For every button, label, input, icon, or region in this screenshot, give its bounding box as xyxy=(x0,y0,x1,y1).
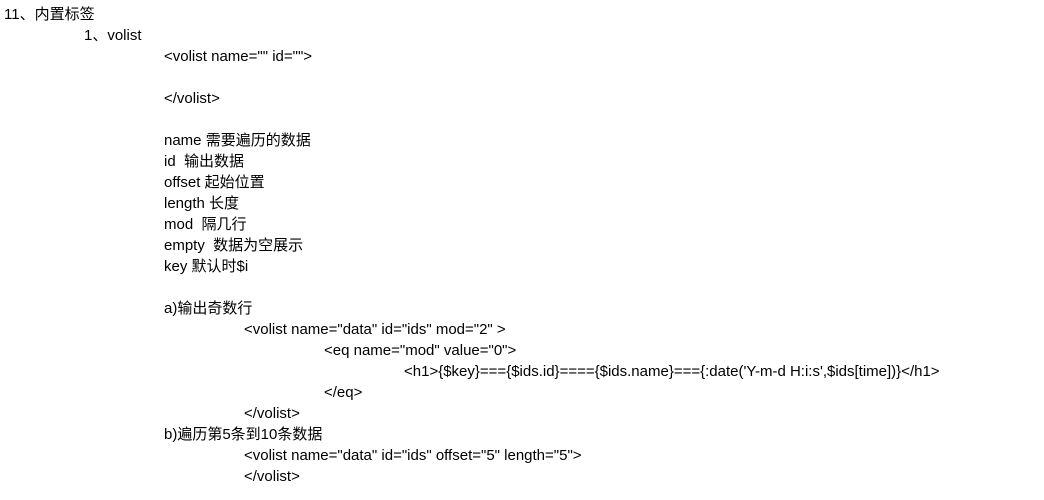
example-a-line: </eq> xyxy=(324,384,363,401)
example-a-line: <volist name="data" id="ids" mod="2" > xyxy=(244,321,506,338)
param-empty: empty 数据为空展示 xyxy=(164,237,304,254)
param-name: name 需要遍历的数据 xyxy=(164,132,311,149)
syntax-open: <volist name="" id=""> xyxy=(164,48,313,65)
example-a-line: <eq name="mod" value="0"> xyxy=(324,342,517,359)
example-a-title: a)输出奇数行 xyxy=(164,300,253,317)
example-a-line: </volist> xyxy=(244,405,300,422)
param-mod: mod 隔几行 xyxy=(164,216,247,233)
param-key: key 默认时$i xyxy=(164,258,249,275)
example-a-line: <h1>{$key}==={$ids.id}===={$ids.name}===… xyxy=(404,363,940,380)
param-offset: offset 起始位置 xyxy=(164,174,265,191)
subheading: 1、volist xyxy=(84,27,142,44)
param-length: length 长度 xyxy=(164,195,240,212)
example-b-title: b)遍历第5条到10条数据 xyxy=(164,426,323,443)
example-b-line: <volist name="data" id="ids" offset="5" … xyxy=(244,447,582,464)
syntax-close: </volist> xyxy=(164,90,220,107)
example-b-line: </volist> xyxy=(244,468,300,485)
heading: 11、内置标签 xyxy=(4,6,95,23)
param-id: id 输出数据 xyxy=(164,153,245,170)
